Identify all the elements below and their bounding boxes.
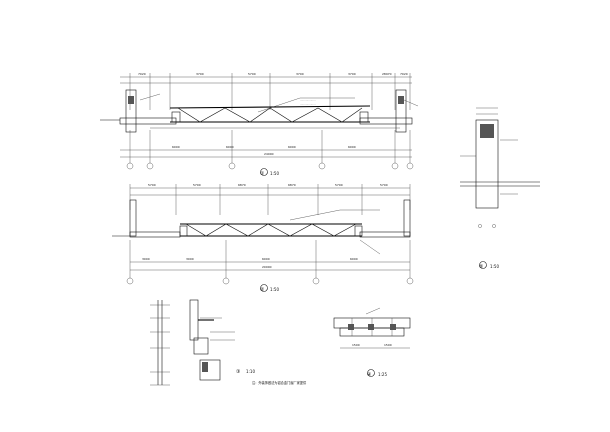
- s1-dim-top-3: 5700: [248, 72, 256, 76]
- d5-label-number: ⑤: [479, 264, 483, 270]
- s1-label-number: ①: [260, 171, 265, 177]
- s1-dim-bottom-1: 6000: [172, 145, 180, 149]
- d3-label-scale: 1:10: [246, 369, 255, 374]
- d4-dim-2: 1500: [384, 343, 392, 347]
- s2-label-number: ②: [260, 287, 265, 293]
- d4-dim-1: 1500: [352, 343, 360, 347]
- section-2-drawing: 5700 5700 6870 6870 5700 5700 3000 3000 …: [112, 183, 414, 293]
- d3-label-number: ③: [236, 369, 240, 375]
- s1-dim-bottom-4: 6000: [348, 145, 356, 149]
- s1-dim-top-2: 3700: [196, 72, 204, 76]
- s2-dim-top-1: 5700: [148, 183, 156, 187]
- d4-label-number: ④: [367, 372, 372, 378]
- s2-dim-top-4: 6870: [288, 183, 296, 187]
- s1-dim-top-6: 28970: [382, 72, 392, 76]
- section-1-drawing: 7020 3700 5700 3700 3700 28970 7020 ····…: [100, 72, 419, 177]
- s1-dim-top-5: 3700: [348, 72, 356, 76]
- s2-dim-top-2: 5700: [193, 183, 201, 187]
- s2-dim-total: 20000: [262, 265, 272, 269]
- detail-5-drawing: ⑤ 1:50: [460, 107, 540, 270]
- s1-dim-total: 24000: [264, 152, 274, 156]
- s2-dim-bottom-2: 3000: [186, 257, 194, 261]
- s1-dim-top-7: 7020: [400, 72, 408, 76]
- s2-dim-bottom-4: 6000: [350, 257, 358, 261]
- detail-3-drawing: ③ 1:10 注：外装饰做法为铝合金门窗厂家提供: [150, 299, 307, 386]
- s1-label-scale: 1:50: [270, 171, 279, 176]
- s1-dim-bottom-3: 6000: [288, 145, 296, 149]
- s1-note-b: ···················: [300, 103, 316, 106]
- s2-dim-top-3: 6870: [238, 183, 246, 187]
- detail-4-drawing: 1500 1500 ④ 1:25: [333, 307, 411, 378]
- s2-dim-top-6: 5700: [380, 183, 388, 187]
- s2-dim-bottom-3: 6000: [262, 257, 270, 261]
- s1-note-a: ···················: [300, 99, 316, 102]
- s1-dim-top-1: 7020: [138, 72, 146, 76]
- s1-dim-bottom-2: 6000: [226, 145, 234, 149]
- drawing-note: 注：外装饰做法为铝合金门窗厂家提供: [252, 380, 307, 385]
- s1-dim-top-4: 3700: [296, 72, 304, 76]
- s2-dim-top-5: 5700: [335, 183, 343, 187]
- s2-dim-bottom-1: 3000: [142, 257, 150, 261]
- d4-label-scale: 1:25: [378, 372, 387, 377]
- s2-label-scale: 1:50: [270, 287, 279, 292]
- d5-label-scale: 1:50: [490, 264, 499, 269]
